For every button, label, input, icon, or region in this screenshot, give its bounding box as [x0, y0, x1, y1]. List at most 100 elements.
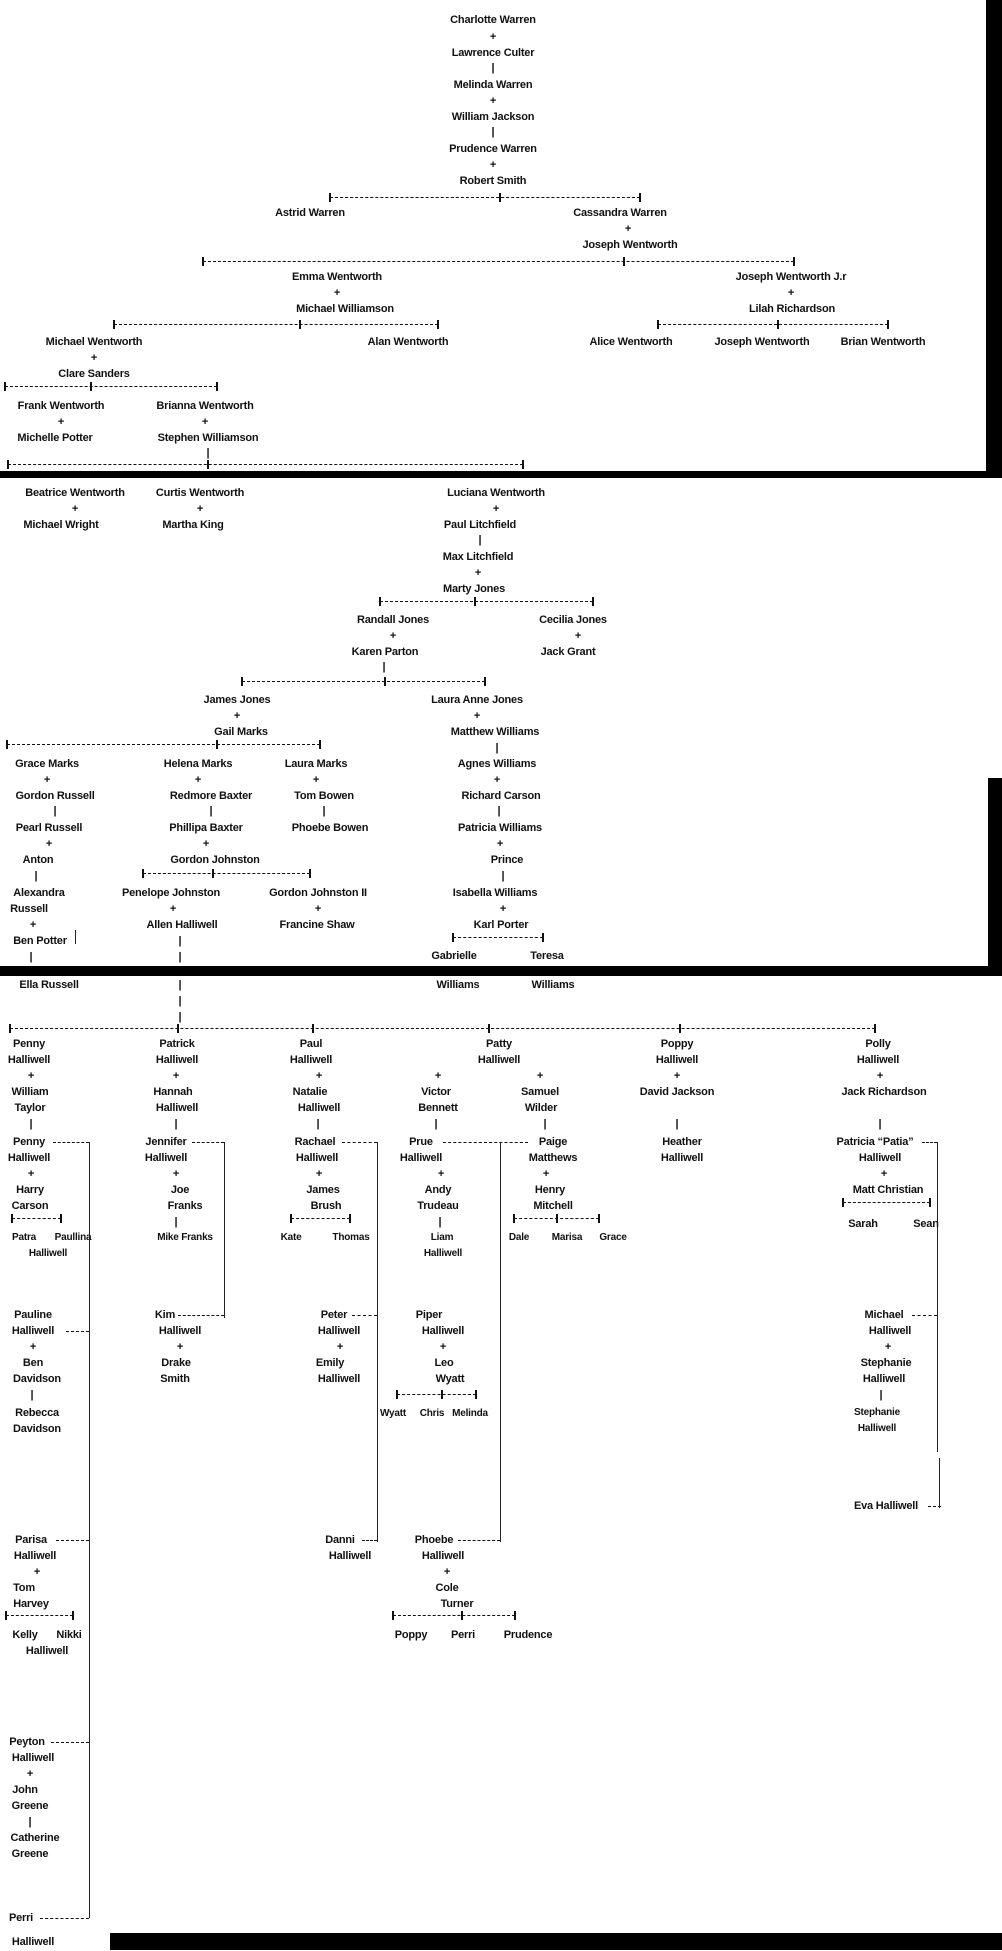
person-name: Marty Jones	[443, 583, 505, 595]
pipe-connector: |	[29, 1118, 33, 1130]
person-name: Joe	[170, 1184, 190, 1196]
person-name: Grace	[599, 1232, 627, 1243]
spouse-link-line	[362, 1540, 377, 1541]
person-name: Agnes Williams	[457, 758, 537, 770]
person-name: Heather	[662, 1136, 702, 1148]
person-name: Phillipa Baxter	[169, 822, 243, 834]
person-name: Cole	[435, 1582, 459, 1594]
line-tick	[349, 1214, 351, 1223]
person-name: Hannah	[153, 1086, 193, 1098]
line-tick	[452, 933, 454, 942]
line-tick	[461, 1611, 463, 1620]
person-name: Chris	[419, 1408, 445, 1419]
person-name: Halliwell	[477, 1054, 521, 1066]
line-tick	[437, 320, 439, 329]
line-tick	[216, 382, 218, 391]
person-name: Grace Marks	[15, 758, 79, 770]
line-tick	[556, 1214, 558, 1223]
person-name: Kim	[154, 1309, 176, 1321]
person-name: Halliwell	[856, 1054, 900, 1066]
person-name: Melinda Warren	[453, 79, 533, 91]
pipe-connector: |	[178, 951, 182, 963]
sibling-line	[12, 1218, 61, 1219]
person-name: Liam	[430, 1232, 454, 1243]
spouse-link-line	[51, 1742, 89, 1743]
line-tick	[60, 1214, 62, 1223]
person-name: Taylor	[14, 1102, 46, 1114]
person-name: Gail Marks	[214, 726, 268, 738]
pipe-connector: |	[495, 742, 499, 754]
plus-sign: +	[493, 774, 501, 786]
sibling-line	[397, 1394, 476, 1395]
pipe-connector: |	[878, 1118, 882, 1130]
person-name: Pearl Russell	[15, 822, 83, 834]
plus-sign: +	[202, 838, 210, 850]
pipe-connector: |	[29, 951, 33, 963]
person-name: Trudeau	[417, 1200, 459, 1212]
person-name: Mitchell	[533, 1200, 573, 1212]
pipe-connector: |	[434, 1118, 438, 1130]
person-name: Gordon Johnston II	[269, 887, 367, 899]
person-name: Wyatt	[379, 1408, 407, 1419]
person-name: Lilah Richardson	[748, 303, 836, 315]
person-name: Halliwell	[328, 1550, 372, 1562]
person-name: Kate	[280, 1232, 302, 1243]
person-name: Ben	[22, 1357, 44, 1369]
plus-sign: +	[27, 1070, 35, 1082]
person-name: Cassandra Warren	[573, 207, 667, 219]
line-tick	[177, 1024, 179, 1033]
line-tick	[6, 740, 8, 749]
person-name: Thomas	[332, 1232, 370, 1243]
person-name: Halliwell	[13, 1550, 57, 1562]
plus-sign: +	[489, 95, 497, 107]
person-name: Harvey	[13, 1598, 49, 1610]
plus-sign: +	[336, 1341, 344, 1353]
person-name: Tom Bowen	[294, 790, 354, 802]
spouse-link-line	[53, 1142, 89, 1143]
plus-sign: +	[443, 1566, 451, 1578]
person-name: Rebecca	[15, 1407, 59, 1419]
black-band	[110, 1933, 1002, 1950]
plus-sign: +	[333, 287, 341, 299]
person-name: Ella Russell	[19, 979, 79, 991]
pipe-connector: |	[28, 1816, 32, 1828]
plus-sign: +	[172, 1070, 180, 1082]
plus-sign: +	[71, 503, 79, 515]
person-name: Paullina	[54, 1232, 92, 1243]
plus-sign: +	[201, 416, 209, 428]
person-name: Gabrielle	[431, 950, 477, 962]
line-tick	[484, 677, 486, 686]
person-name: Cecilia Jones	[539, 614, 607, 626]
line-tick	[72, 1611, 74, 1620]
person-name: Gordon Johnston	[170, 854, 260, 866]
person-name: Luciana Wentworth	[447, 487, 545, 499]
person-name: Halliwell	[7, 1152, 51, 1164]
line-tick	[384, 677, 386, 686]
plus-sign: +	[492, 503, 500, 515]
plus-sign: +	[176, 1341, 184, 1353]
line-tick	[396, 1390, 398, 1399]
person-name: Astrid Warren	[275, 207, 345, 219]
person-name: Nikki	[56, 1629, 82, 1641]
person-name: Joseph Wentworth	[582, 239, 678, 251]
person-name: Halliwell	[11, 1936, 55, 1948]
pipe-connector: |	[879, 1389, 883, 1401]
person-name: Davidson	[13, 1423, 61, 1435]
person-name: Allen Halliwell	[146, 919, 218, 931]
pipe-connector: |	[30, 1389, 34, 1401]
person-name: Patra	[11, 1232, 37, 1243]
sibling-line	[658, 324, 888, 325]
black-band	[986, 0, 1002, 471]
plus-sign: +	[489, 159, 497, 171]
person-name: Patrick	[159, 1038, 195, 1050]
person-name: Kelly	[12, 1629, 38, 1641]
line-tick	[7, 460, 9, 469]
person-name: Drake	[161, 1357, 191, 1369]
person-name: Helena Marks	[163, 758, 233, 770]
line-tick	[623, 257, 625, 266]
person-name: Halliwell	[7, 1054, 51, 1066]
person-name: John	[12, 1784, 38, 1796]
person-name: Michael Williamson	[296, 303, 394, 315]
person-name: Stephanie	[854, 1407, 900, 1418]
person-name: Carson	[11, 1200, 49, 1212]
